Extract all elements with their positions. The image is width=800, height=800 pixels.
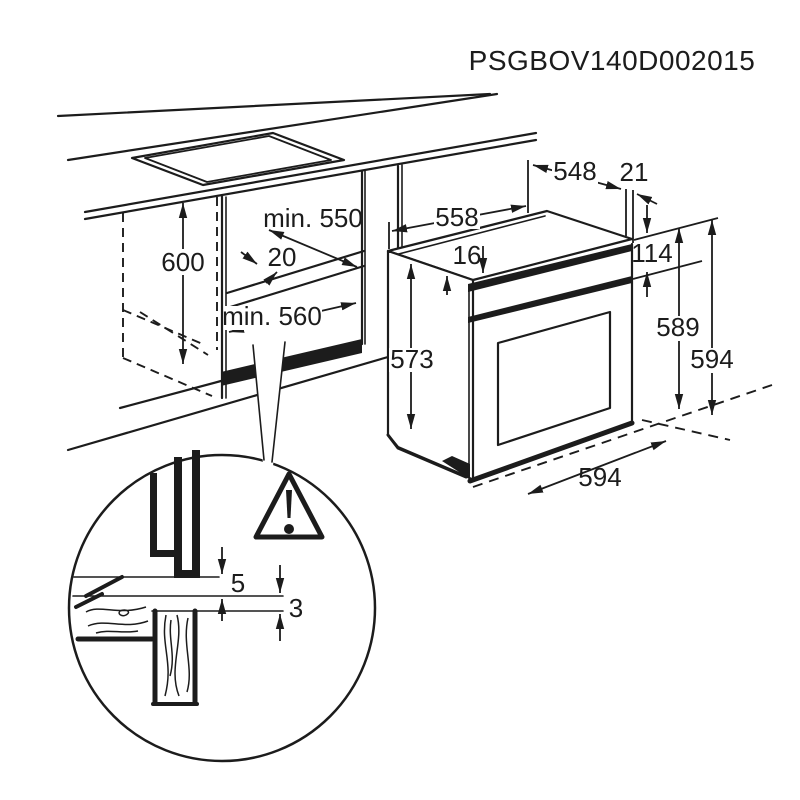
control-panel-band <box>468 276 632 323</box>
floor-line <box>66 355 390 452</box>
dim-front-width: 594 <box>578 462 621 492</box>
dim-niche-depth: min. 550 <box>263 203 363 233</box>
countertop <box>56 92 538 221</box>
dim-carcass-top-depth: 558 <box>435 202 478 232</box>
dim-bottom-gap: 3 <box>289 593 303 623</box>
detail-view: 5 3 <box>67 341 377 763</box>
dim-top-recess: 16 <box>453 240 482 270</box>
dim-control-panel-height: 114 <box>631 238 672 268</box>
dim-rear-clearance: 21 <box>620 157 649 187</box>
dim-carcass-depth: 548 <box>553 156 596 186</box>
oven-door-window <box>496 310 612 447</box>
oven-frame-top-band <box>468 244 632 292</box>
plinth-recess-band <box>221 339 362 386</box>
exclamation-bar <box>286 490 292 518</box>
dim-cabinet-height: 600 <box>161 247 204 277</box>
detail-dimensions: 5 3 <box>217 547 303 641</box>
hob-cutout <box>130 131 346 187</box>
exclamation-dot <box>284 524 294 534</box>
dim-front-gap: 5 <box>231 568 245 598</box>
worktop-section <box>75 606 155 642</box>
drawing-code: PSGBOV140D002015 <box>469 45 756 76</box>
detail-callout-funnel <box>252 341 286 466</box>
dim-niche-width: min. 560 <box>222 301 322 331</box>
oven-dimensions: 558 548 21 16 114 573 589 594 594 <box>388 156 773 495</box>
cabinet-dimensions: 600 min. 550 20 min. 560 <box>161 203 363 364</box>
side-panel-section <box>151 608 199 706</box>
dim-shelf-setback: 20 <box>268 242 297 272</box>
dim-front-height: 594 <box>690 344 733 374</box>
dim-side-height: 573 <box>390 344 433 374</box>
section-profiles <box>72 450 284 612</box>
dim-carcass-height: 589 <box>656 312 699 342</box>
warning-triangle-icon <box>253 471 325 540</box>
oven-foot <box>442 456 470 479</box>
